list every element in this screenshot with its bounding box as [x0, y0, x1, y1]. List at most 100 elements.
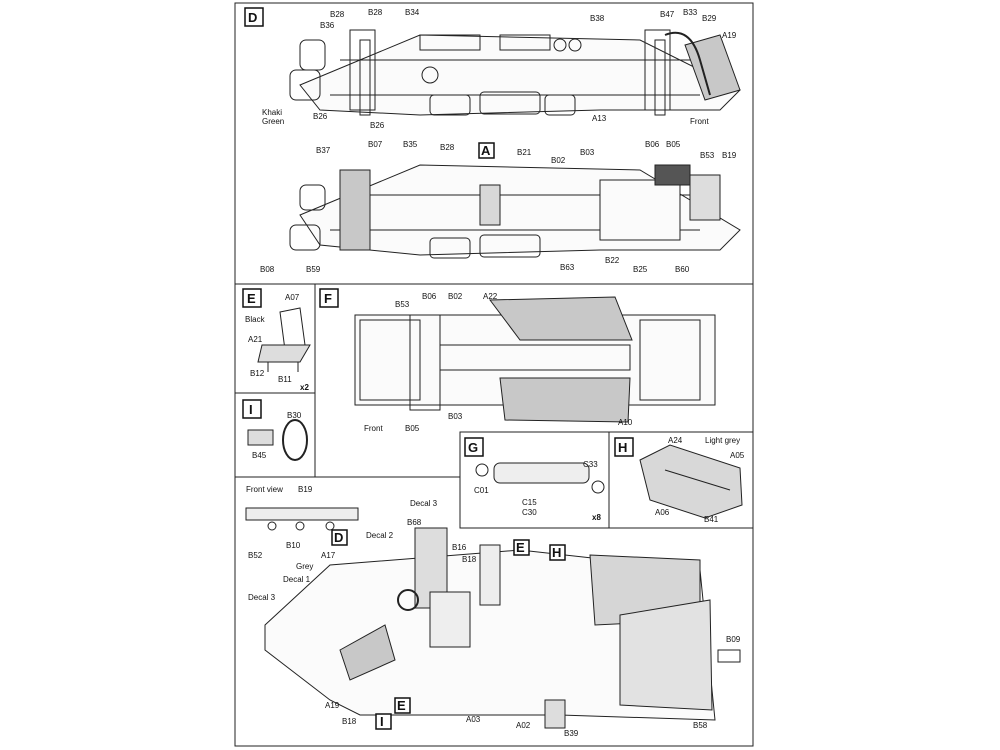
chassis-top-illustration — [289, 29, 741, 116]
callout-b59: B59 — [306, 265, 321, 274]
callout-b09: B09 — [726, 635, 741, 644]
callout-a06: A06 — [655, 508, 670, 517]
section-f-letter: F — [319, 288, 339, 308]
callout-b19: B19 — [298, 485, 313, 494]
callout-b11: B11 — [278, 375, 292, 384]
section-d-letter: D — [244, 7, 264, 27]
callout-b12: B12 — [250, 369, 265, 378]
section-ref-d: D — [331, 529, 348, 546]
svg-text:D: D — [248, 10, 257, 25]
paint-black: Black — [245, 315, 266, 324]
page-frame — [234, 2, 754, 747]
svg-text:F: F — [324, 291, 332, 306]
callout-a17: A17 — [321, 551, 336, 560]
chassis-bottom-illustration — [289, 164, 741, 259]
callout-b03: B03 — [448, 412, 463, 421]
callout-b39: B39 — [564, 729, 579, 738]
callout-a02: A02 — [516, 721, 531, 730]
callout-a10: A10 — [618, 418, 633, 427]
engine-cover-illustration — [639, 444, 743, 519]
section-g-letter: G — [464, 437, 484, 457]
callout-b18: B18 — [462, 555, 477, 564]
callout-c15: C15 — [522, 498, 537, 507]
callout-a19: A19 — [325, 701, 340, 710]
callout-b60: B60 — [675, 265, 690, 274]
decal-1-label: Decal 1 — [283, 575, 311, 584]
callout-b34: B34 — [405, 8, 420, 17]
decal-2-label: Decal 2 — [366, 531, 394, 540]
qty-e: x2 — [300, 383, 309, 392]
callout-b35: B35 — [403, 140, 418, 149]
svg-text:I: I — [249, 402, 253, 417]
callout-b47: B47 — [660, 10, 675, 19]
callout-b26: B26 — [370, 121, 385, 130]
steering-illustration — [247, 419, 308, 461]
callout-b37: B37 — [316, 146, 331, 155]
callout-b05: B05 — [666, 140, 681, 149]
callout-a19: A19 — [722, 31, 737, 40]
callout-b02: B02 — [551, 156, 566, 165]
body-illustration — [264, 527, 741, 729]
grey-label: Grey — [296, 562, 313, 571]
svg-text:H: H — [618, 440, 627, 455]
callout-c30: C30 — [522, 508, 537, 517]
svg-text:I: I — [380, 714, 384, 729]
callout-b22: B22 — [605, 256, 620, 265]
callout-b18: B18 — [342, 717, 357, 726]
callout-b45: B45 — [252, 451, 267, 460]
front-label-d: Front — [690, 117, 709, 126]
callout-b06: B06 — [645, 140, 660, 149]
callout-b28: B28 — [440, 143, 455, 152]
callout-b02: B02 — [448, 292, 463, 301]
svg-text:G: G — [468, 440, 478, 455]
decal-3-label: Decal 3 — [410, 499, 438, 508]
callout-b25: B25 — [633, 265, 648, 274]
callout-b06: B06 — [422, 292, 437, 301]
callout-a24: A24 — [668, 436, 683, 445]
callout-b53: B53 — [700, 151, 715, 160]
callout-b38: B38 — [590, 14, 605, 23]
callout-b16: B16 — [452, 543, 467, 552]
svg-text:D: D — [334, 530, 343, 545]
callout-b63: B63 — [560, 263, 575, 272]
chassis-f-illustration — [354, 296, 716, 423]
decal-3-label-left: Decal 3 — [248, 593, 276, 602]
section-ref-e: E — [513, 539, 530, 556]
callout-a05: A05 — [730, 451, 745, 460]
callout-a07: A07 — [285, 293, 300, 302]
section-h-letter: H — [614, 437, 634, 457]
section-ref-h: H — [549, 544, 566, 561]
paint-light-grey: Light grey — [705, 436, 740, 445]
callout-b03: B03 — [580, 148, 595, 157]
callout-b68: B68 — [407, 518, 422, 527]
callout-b36: B36 — [320, 21, 335, 30]
svg-text:E: E — [516, 540, 525, 555]
svg-text:H: H — [552, 545, 561, 560]
seat-illustration — [257, 307, 311, 372]
callout-b08: B08 — [260, 265, 275, 274]
callout-b30: B30 — [287, 411, 302, 420]
front-view-label: Front view — [246, 485, 283, 494]
callout-b05: B05 — [405, 424, 420, 433]
callout-b21: B21 — [517, 148, 532, 157]
section-i-letter: I — [242, 399, 262, 419]
callout-b33: B33 — [683, 8, 698, 17]
callout-b28: B28 — [368, 8, 383, 17]
callout-b58: B58 — [693, 721, 708, 730]
section-ref-e-bottom: E — [394, 697, 411, 714]
callout-b10: B10 — [286, 541, 301, 550]
section-ref-i: I — [375, 713, 392, 730]
front-label-f: Front — [364, 424, 383, 433]
callout-b41: B41 — [704, 515, 719, 524]
callout-b52: B52 — [248, 551, 263, 560]
callout-a22: A22 — [483, 292, 498, 301]
callout-c33: C33 — [583, 460, 598, 469]
section-e-letter: E — [242, 288, 262, 308]
callout-b28: B28 — [330, 10, 345, 19]
svg-text:E: E — [397, 698, 406, 713]
qty-g: x8 — [592, 513, 601, 522]
svg-text:E: E — [247, 291, 256, 306]
svg-text:A: A — [481, 143, 491, 158]
